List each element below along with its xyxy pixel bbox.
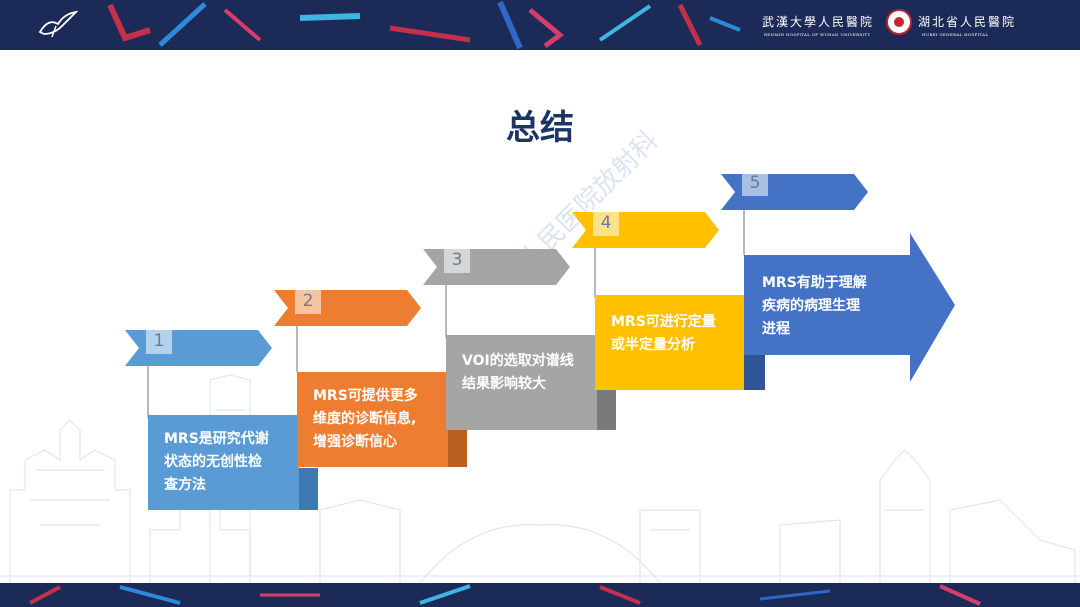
- step-5-number-badge: [742, 172, 768, 196]
- step-3-line-1: VOI的选取对谱线: [462, 353, 574, 369]
- step-5-arrow-box: [744, 233, 955, 382]
- slide-title: 总结: [506, 108, 574, 148]
- step-4-number: 4: [600, 213, 612, 233]
- step-3-box-fold: [597, 388, 616, 430]
- header-bar: 武漢大學人民醫院 RENMIN HOSPITAL OF WUHAN UNIVER…: [0, 0, 1080, 50]
- step-1-text: MRS是研究代谢 状态的无创性检 查方法: [164, 428, 269, 497]
- footer-bar: [0, 583, 1080, 607]
- step-1-line-3: 查方法: [164, 477, 206, 493]
- step-3-number-badge: [444, 249, 470, 273]
- step-3-text: VOI的选取对谱线 结果影响较大: [462, 350, 574, 396]
- footer-decoration: [29, 584, 981, 606]
- step-1-number-badge: [146, 330, 172, 354]
- step-1-number: 1: [153, 331, 165, 351]
- hospital-logo-wuhan: 武漢大學人民醫院: [762, 15, 875, 29]
- step-5-line-2: 疾病的病理生理: [762, 298, 860, 314]
- step-2-number-badge: [295, 290, 321, 314]
- hospital-logo-wuhan-sub: RENMIN HOSPITAL OF WUHAN UNIVERSITY: [764, 32, 871, 37]
- step-3-box: [446, 335, 597, 430]
- step-4-number-badge: [593, 212, 619, 236]
- step-5-text: MRS有助于理解 疾病的病理生理 进程: [762, 272, 867, 341]
- step-1-box-fold: [299, 468, 318, 510]
- step-1-box: [148, 415, 299, 510]
- step-3-number: 3: [451, 250, 463, 270]
- step-1-line-2: 状态的无创性检: [164, 454, 262, 470]
- hospital-emblem-icon: [886, 9, 912, 35]
- step-2-number: 2: [302, 291, 314, 311]
- step-2-line-2: 维度的诊断信息,: [313, 411, 417, 427]
- step-4-box: [595, 295, 746, 390]
- step-1-line-1: MRS是研究代谢: [164, 431, 269, 447]
- step-2-box-fold: [448, 430, 467, 467]
- step-2-text: MRS可提供更多 维度的诊断信息, 增强诊断信心: [313, 385, 418, 454]
- step-5-line-1: MRS有助于理解: [762, 275, 867, 291]
- step-3-line-2: 结果影响较大: [462, 376, 546, 392]
- step-5-box-fold: [744, 355, 765, 390]
- hospital-logo-hubei: 湖北省人民醫院: [918, 15, 1017, 29]
- step-4-line-1: MRS可进行定量: [611, 314, 716, 330]
- step-2-box: [297, 372, 448, 467]
- crane-logo-icon: [38, 10, 78, 38]
- step-4-text: MRS可进行定量 或半定量分析: [611, 311, 716, 357]
- header-decoration: [107, 0, 741, 50]
- step-2-line-3: 增强诊断信心: [313, 434, 397, 450]
- step-5-number: 5: [749, 173, 761, 193]
- step-2-line-1: MRS可提供更多: [313, 388, 418, 404]
- step-5-line-3: 进程: [762, 321, 790, 337]
- hospital-logo-hubei-sub: HUBEI GENERAL HOSPITAL: [922, 32, 989, 37]
- step-4-line-2: 或半定量分析: [611, 337, 695, 353]
